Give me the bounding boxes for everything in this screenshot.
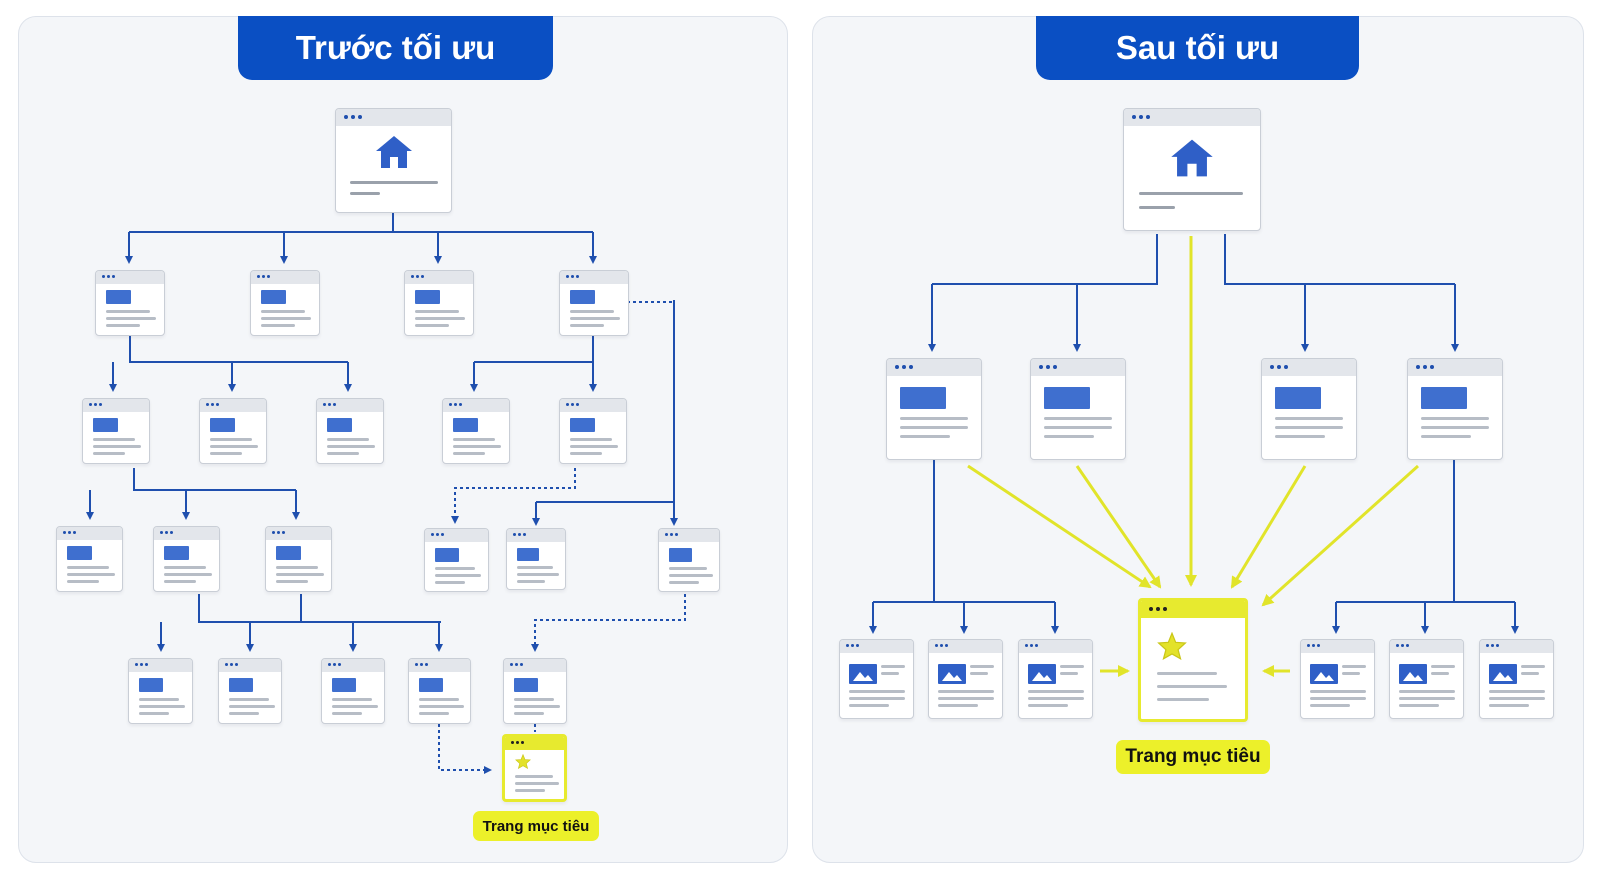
home-page-after bbox=[1123, 108, 1261, 231]
page-node bbox=[128, 658, 193, 724]
image-page-node bbox=[1389, 639, 1464, 719]
page-node bbox=[886, 358, 982, 460]
page-node bbox=[218, 658, 282, 724]
home-page-before bbox=[335, 108, 452, 213]
page-node bbox=[559, 398, 627, 464]
page-node bbox=[1407, 358, 1503, 460]
page-node bbox=[250, 270, 320, 336]
image-icon bbox=[938, 664, 966, 684]
star-icon bbox=[1157, 632, 1187, 660]
target-page-after bbox=[1138, 598, 1248, 722]
page-node bbox=[321, 658, 385, 724]
image-icon bbox=[1399, 664, 1427, 684]
page-node bbox=[424, 528, 489, 592]
image-page-node bbox=[928, 639, 1003, 719]
page-node bbox=[506, 528, 566, 590]
page-node bbox=[1030, 358, 1126, 460]
page-node bbox=[658, 528, 720, 592]
page-node bbox=[199, 398, 267, 464]
page-node bbox=[316, 398, 384, 464]
page-node bbox=[82, 398, 150, 464]
page-node bbox=[442, 398, 510, 464]
page-node bbox=[408, 658, 471, 724]
page-node bbox=[95, 270, 165, 336]
image-icon bbox=[849, 664, 877, 684]
page-node bbox=[503, 658, 567, 724]
image-icon bbox=[1028, 664, 1056, 684]
target-label-before: Trang mục tiêu bbox=[473, 811, 599, 841]
image-icon bbox=[1489, 664, 1517, 684]
image-page-node bbox=[1479, 639, 1554, 719]
target-page-before bbox=[502, 734, 567, 802]
page-node bbox=[559, 270, 629, 336]
image-page-node bbox=[1018, 639, 1093, 719]
star-icon bbox=[515, 754, 531, 769]
page-node bbox=[404, 270, 474, 336]
image-page-node bbox=[1300, 639, 1375, 719]
image-page-node bbox=[839, 639, 914, 719]
panel-title-before: Trước tối ưu bbox=[238, 16, 553, 80]
target-label-after: Trang mục tiêu bbox=[1116, 740, 1270, 774]
image-icon bbox=[1310, 664, 1338, 684]
page-node bbox=[1261, 358, 1357, 460]
page-node bbox=[56, 526, 123, 592]
page-node bbox=[153, 526, 220, 592]
home-icon bbox=[1171, 139, 1213, 177]
page-node bbox=[265, 526, 332, 592]
home-icon bbox=[376, 136, 412, 168]
panel-title-after: Sau tối ưu bbox=[1036, 16, 1359, 80]
